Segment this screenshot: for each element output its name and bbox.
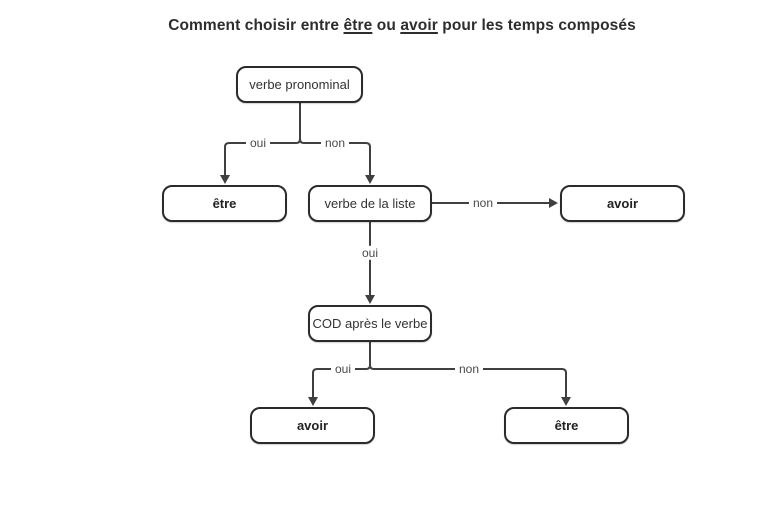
arrowhead-liste-non xyxy=(549,198,558,208)
title-segment: ou xyxy=(372,17,401,34)
edge-label-liste-non: non xyxy=(468,195,498,211)
node-verbe-pronominal: verbe pronominal xyxy=(236,66,363,103)
arrowhead-cod-non xyxy=(561,397,571,406)
edge-pronominal-non xyxy=(299,138,371,175)
title-etre-underlined: être xyxy=(343,17,373,34)
page-title: Comment choisir entre être ou avoir pour… xyxy=(168,17,636,35)
title-segment: pour les temps composés xyxy=(437,17,636,34)
node-label: verbe pronominal xyxy=(249,77,350,92)
arrowhead-cod-oui xyxy=(308,397,318,406)
arrowhead-liste-oui xyxy=(365,295,375,304)
title-avoir-underlined: avoir xyxy=(400,17,438,34)
node-label: COD après le verbe xyxy=(312,316,428,331)
edge-cod-non xyxy=(369,364,567,397)
node-verbe-de-la-liste: verbe de la liste xyxy=(308,185,432,222)
edge-label-cod-non: non xyxy=(454,361,484,377)
node-label: avoir xyxy=(296,418,329,433)
edge-label-pronominal-oui: oui xyxy=(245,135,271,151)
title-segment: Comment choisir entre xyxy=(168,17,344,34)
edge-label-pronominal-non: non xyxy=(320,135,350,151)
node-etre-bottom: être xyxy=(504,407,629,444)
node-avoir-right: avoir xyxy=(560,185,685,222)
arrowhead-pronominal-non xyxy=(365,175,375,184)
edge-label-liste-oui: oui xyxy=(357,245,383,261)
node-cod-apres-le-verbe: COD après le verbe xyxy=(308,305,432,342)
node-label: être xyxy=(554,418,579,433)
node-etre-top: être xyxy=(162,185,287,222)
node-label: avoir xyxy=(606,196,639,211)
node-label: verbe de la liste xyxy=(324,196,416,211)
edge-label-cod-oui: oui xyxy=(330,361,356,377)
node-avoir-bottom: avoir xyxy=(250,407,375,444)
node-label: être xyxy=(212,196,237,211)
arrowhead-pronominal-oui xyxy=(220,175,230,184)
